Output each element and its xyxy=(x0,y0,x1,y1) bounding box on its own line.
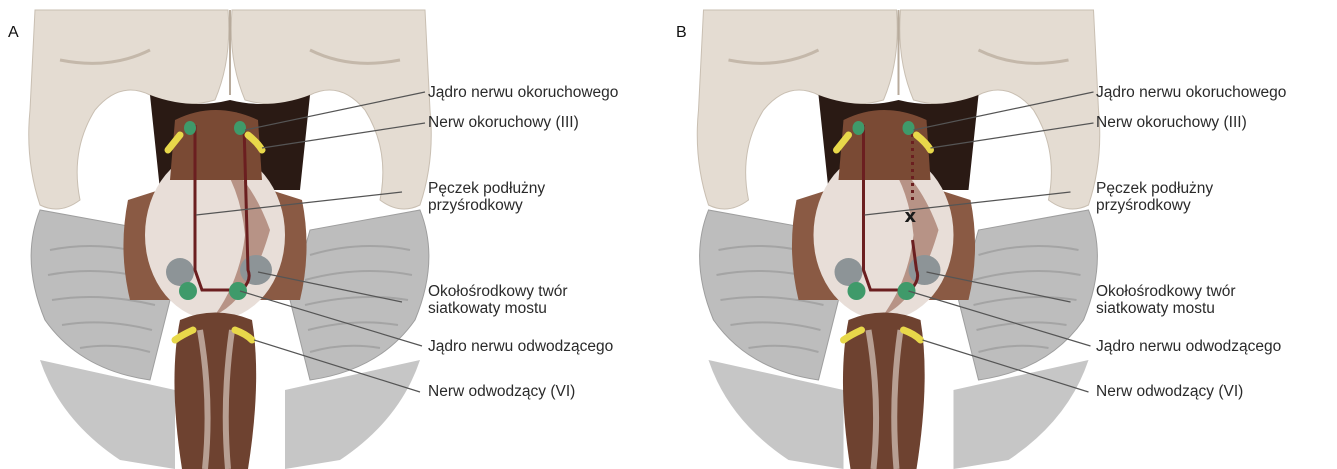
label-mlf-line1: Pęczek podłużny xyxy=(428,180,545,197)
midbrain xyxy=(170,110,262,180)
oculomotor-nucleus-left xyxy=(184,121,196,135)
label-oculomotor-nucleus: Jądro nerwu okoruchowego xyxy=(1096,84,1286,101)
label-oculomotor-nerve: Nerw okoruchowy (III) xyxy=(428,114,579,131)
lesion-marker: x xyxy=(905,206,917,227)
oculomotor-nucleus-right xyxy=(234,121,246,135)
abducens-nucleus-left xyxy=(179,282,197,300)
midbrain xyxy=(839,110,931,180)
label-mlf-line2: przyśrodkowy xyxy=(1096,197,1191,214)
label-oculomotor-nerve: Nerw okoruchowy (III) xyxy=(1096,114,1247,131)
label-mlf-line1: Pęczek podłużny xyxy=(1096,180,1213,197)
label-oculomotor-nucleus: Jądro nerwu okoruchowego xyxy=(428,84,618,101)
oculomotor-nucleus-right xyxy=(903,121,915,135)
label-pprf-line2: siatkowaty mostu xyxy=(1096,300,1215,317)
pprf-left xyxy=(166,258,194,286)
abducens-nucleus-left xyxy=(848,282,866,300)
label-abducens-nerve: Nerw odwodzący (VI) xyxy=(428,383,575,400)
abducens-nucleus-right xyxy=(229,282,247,300)
abducens-nucleus-right xyxy=(898,282,916,300)
label-pprf-line1: Okołośrodkowy twór xyxy=(1096,283,1236,300)
oculomotor-nucleus-left xyxy=(853,121,865,135)
panel-b: B xyxy=(668,0,1337,469)
label-abducens-nucleus: Jądro nerwu odwodzącego xyxy=(428,338,613,355)
label-abducens-nerve: Nerw odwodzący (VI) xyxy=(1096,383,1243,400)
pprf-right xyxy=(240,255,272,285)
label-mlf-line2: przyśrodkowy xyxy=(428,197,523,214)
pprf-right xyxy=(909,255,941,285)
panel-a: A xyxy=(0,0,668,469)
label-abducens-nucleus: Jądro nerwu odwodzącego xyxy=(1096,338,1281,355)
label-pprf-line2: siatkowaty mostu xyxy=(428,300,547,317)
label-pprf-line1: Okołośrodkowy twór xyxy=(428,283,568,300)
pprf-left xyxy=(835,258,863,286)
